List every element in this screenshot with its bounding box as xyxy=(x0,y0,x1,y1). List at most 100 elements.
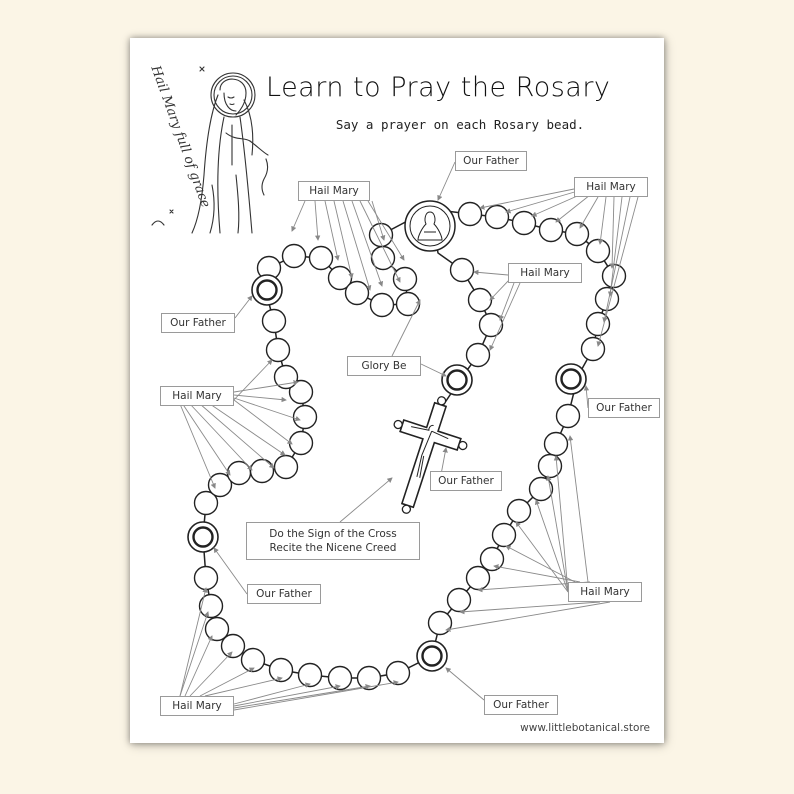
hail-mary-bead xyxy=(281,243,307,269)
hail-mary-bead xyxy=(585,238,611,264)
arrows-group xyxy=(179,161,639,711)
hail-mary-bead xyxy=(427,610,453,636)
pointer-arrow xyxy=(233,680,399,711)
pointer-arrow xyxy=(179,399,231,476)
hail-mary-bead xyxy=(204,616,230,642)
hail-mary-bead xyxy=(292,404,318,430)
hail-mary-bead xyxy=(446,587,472,613)
pointer-arrow xyxy=(204,676,283,697)
hail-mary-bead xyxy=(465,342,491,368)
label-hail-mary-top-left: Hail Mary xyxy=(298,181,370,201)
hail-mary-bead xyxy=(344,280,370,306)
pointer-arrow xyxy=(324,200,340,261)
pointer-arrow xyxy=(179,611,210,697)
pointer-arrow xyxy=(534,499,569,593)
hail-mary-bead xyxy=(288,430,314,456)
hail-mary-bead xyxy=(478,312,504,338)
pointer-arrow xyxy=(342,200,372,291)
label-hail-mary-left: Hail Mary xyxy=(160,386,234,406)
footer-url: www.littlebotanical.store xyxy=(520,722,650,734)
pointer-arrow xyxy=(515,521,569,593)
label-glory-be: Glory Be xyxy=(347,356,421,376)
label-sign-of-cross-line1: Do the Sign of the Cross xyxy=(269,528,397,540)
hail-mary-bead xyxy=(207,472,233,498)
hail-mary-bead xyxy=(511,210,537,236)
pointer-arrow xyxy=(493,564,581,583)
label-our-father-top: Our Father xyxy=(455,151,527,171)
our-father-bead xyxy=(441,364,473,396)
our-father-beads xyxy=(187,274,587,672)
pointer-arrow xyxy=(314,200,321,241)
label-our-father-right: Our Father xyxy=(588,398,660,418)
hail-mary-bead xyxy=(273,454,299,480)
hail-mary-bead xyxy=(193,490,219,516)
pointer-arrow xyxy=(184,635,213,697)
hail-mary-bead xyxy=(457,201,483,227)
pointer-arrow xyxy=(229,359,273,405)
hail-mary-bead xyxy=(555,403,581,429)
pointer-arrow xyxy=(213,547,248,595)
label-hail-mary-top-right: Hail Mary xyxy=(574,177,648,197)
pointer-arrow xyxy=(233,380,299,393)
pointer-arrow xyxy=(567,435,589,583)
pointer-arrow xyxy=(359,200,401,283)
hail-mary-bead xyxy=(288,379,314,405)
pointer-arrow xyxy=(479,188,575,210)
pointer-arrow xyxy=(499,282,515,321)
our-father-bead xyxy=(187,521,219,553)
hail-mary-bead xyxy=(528,476,554,502)
pointer-arrow xyxy=(233,684,341,707)
our-father-bead xyxy=(416,640,448,672)
pointer-arrow xyxy=(579,196,599,229)
virgin-mary-illustration: Hail Mary full of grace xyxy=(147,63,269,234)
pointer-arrow xyxy=(189,403,253,471)
pointer-arrow xyxy=(333,200,354,279)
hail-mary-bead xyxy=(564,221,590,247)
hail-mary-bead xyxy=(580,336,606,362)
pointer-arrow xyxy=(367,200,405,261)
pointer-arrow xyxy=(339,477,393,523)
pointer-arrow xyxy=(234,295,253,319)
pointer-arrow xyxy=(609,196,615,269)
page-subtitle: Say a prayer on each Rosary bead. xyxy=(335,117,585,132)
pointer-arrow xyxy=(489,282,521,351)
hail-mary-bead xyxy=(537,453,563,479)
pointer-arrow xyxy=(391,299,421,357)
pointer-arrow xyxy=(233,682,311,705)
label-hail-mary-right: Hail Mary xyxy=(568,582,642,602)
hail-mary-bead xyxy=(538,217,564,243)
hail-mary-bead xyxy=(465,565,491,591)
pointer-arrow xyxy=(505,190,579,214)
our-father-bead xyxy=(555,363,587,395)
label-sign-of-cross: Do the Sign of the Cross Recite the Nice… xyxy=(246,522,420,560)
pointer-arrow xyxy=(607,196,623,297)
pointer-arrow xyxy=(291,200,306,232)
crucifix-icon xyxy=(393,396,468,514)
pointer-arrow xyxy=(489,278,511,301)
hail-mary-bead xyxy=(467,287,493,313)
hail-mary-bead xyxy=(449,257,475,283)
hail-mary-bead xyxy=(484,204,510,230)
hail-mary-bead xyxy=(395,291,421,317)
hail-mary-bead xyxy=(308,245,334,271)
label-our-father-lower-left: Our Father xyxy=(247,584,321,604)
pointer-arrow xyxy=(596,196,639,347)
pointer-arrow xyxy=(199,403,275,469)
pointer-arrow xyxy=(179,403,216,489)
pointer-arrow xyxy=(553,455,569,593)
our-father-bead xyxy=(251,274,283,306)
pointer-arrow xyxy=(459,601,601,615)
pointer-arrow xyxy=(437,161,456,201)
pointer-arrow xyxy=(233,397,301,422)
hail-mary-bead xyxy=(198,593,224,619)
pointer-arrow xyxy=(445,667,485,701)
pointer-arrow xyxy=(555,194,591,223)
hail-mary-bead xyxy=(265,337,291,363)
pointer-arrow xyxy=(233,394,287,403)
hail-mary-bead xyxy=(297,662,323,688)
pointer-arrow xyxy=(473,269,509,276)
pointer-arrow xyxy=(179,587,208,697)
pointer-arrow xyxy=(602,196,631,323)
hail-mary-bead xyxy=(193,565,219,591)
